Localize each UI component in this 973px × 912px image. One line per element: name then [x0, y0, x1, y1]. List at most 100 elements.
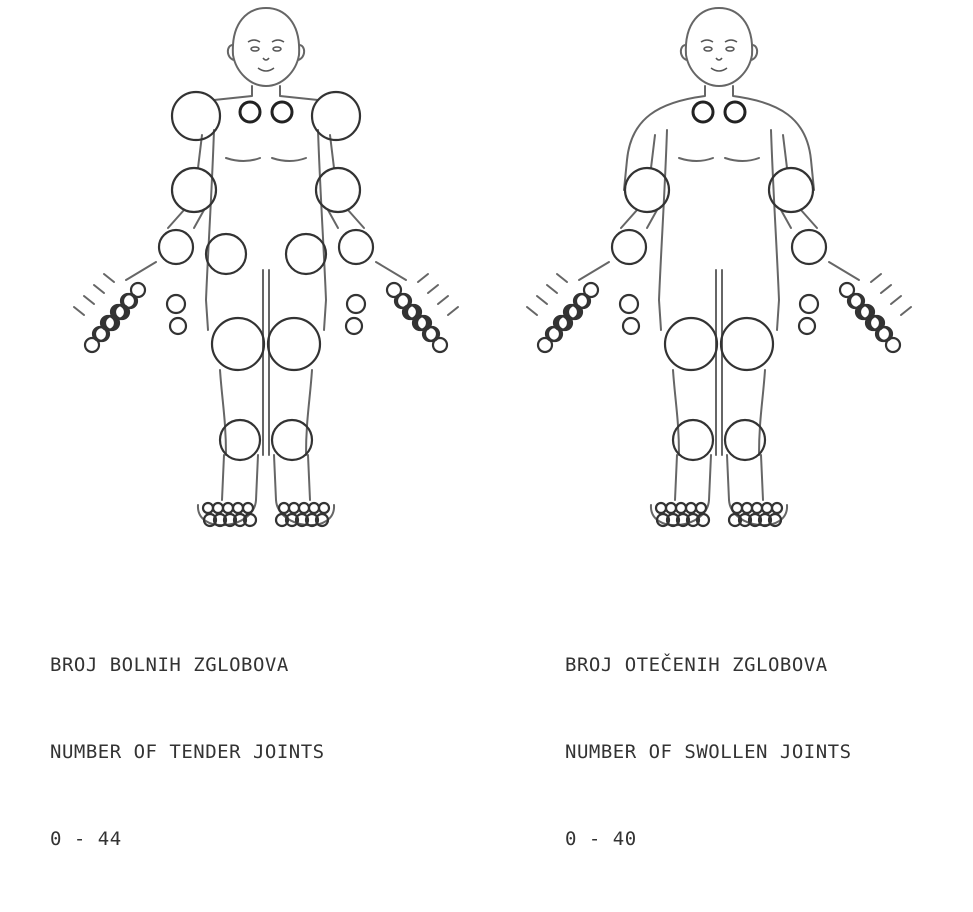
thumb-joint — [347, 295, 365, 313]
finger-outline — [547, 285, 557, 293]
chest-line — [679, 158, 713, 161]
elbow-joint — [769, 168, 813, 212]
knee-joint — [268, 318, 320, 370]
face — [248, 40, 284, 71]
head-outline — [686, 8, 752, 86]
eye — [726, 47, 734, 51]
forearm — [168, 210, 184, 228]
eye — [704, 47, 712, 51]
elbow-joint — [625, 168, 669, 212]
toe-joint — [279, 503, 289, 513]
nose — [716, 58, 722, 60]
shin — [709, 455, 711, 500]
forearm — [621, 210, 637, 228]
toe-joint — [696, 503, 706, 513]
toe-joint — [686, 503, 696, 513]
finger-outline — [104, 274, 114, 282]
caption-title-english: NUMBER OF SWOLLEN JOINTS — [565, 738, 852, 767]
caption-swollen-joints: BROJ OTEČENIH ZGLOBOVA NUMBER OF SWOLLEN… — [565, 593, 852, 912]
sternoclavicular-joint — [272, 102, 292, 122]
wrist-line — [579, 262, 609, 280]
toe-joint — [309, 503, 319, 513]
shoulder-outline — [280, 86, 318, 100]
eyebrow — [725, 40, 737, 42]
finger-outline — [418, 274, 428, 282]
mouth — [258, 68, 274, 71]
wrist-line — [126, 262, 156, 280]
finger-outline — [438, 296, 448, 304]
joint-markers — [538, 102, 900, 526]
finger-outline — [94, 285, 104, 293]
shin — [274, 455, 276, 500]
torso-side — [659, 130, 667, 330]
elbow-joint — [172, 168, 216, 212]
knee-joint — [665, 318, 717, 370]
upper-arm-inner — [651, 135, 655, 168]
face — [701, 40, 737, 71]
finger-outline — [871, 274, 881, 282]
thumb-joint — [623, 318, 639, 334]
eye — [251, 47, 259, 51]
joint-diagram-svg — [0, 0, 973, 580]
toe-joint — [676, 503, 686, 513]
toe-joint — [762, 503, 772, 513]
thumb-joint — [346, 318, 362, 334]
shin — [675, 455, 677, 500]
thumb-joint — [170, 318, 186, 334]
nose — [263, 58, 269, 60]
toe-joint — [772, 503, 782, 513]
joint-diagram-panel: BROJ BOLNIH ZGLOBOVA NUMBER OF TENDER JO… — [0, 0, 973, 689]
shin — [727, 455, 729, 500]
upper-arm-inner — [783, 135, 787, 168]
finger-joint — [433, 338, 447, 352]
torso-side — [206, 130, 214, 330]
sternoclavicular-joint — [240, 102, 260, 122]
toe-joint — [289, 503, 299, 513]
wrist-line — [829, 262, 859, 280]
finger-outline — [84, 296, 94, 304]
caption-title-english: NUMBER OF TENDER JOINTS — [50, 738, 325, 767]
finger-outline — [428, 285, 438, 293]
toe-joint — [223, 503, 233, 513]
toe-joint — [656, 503, 666, 513]
joint-markers — [85, 92, 447, 526]
thumb-joint — [799, 318, 815, 334]
shin — [761, 455, 763, 500]
thumb-joint — [800, 295, 818, 313]
body-outline — [527, 8, 911, 525]
chest-line — [725, 158, 759, 161]
thumb-joint — [620, 295, 638, 313]
body-figure-tender — [74, 8, 458, 526]
body-outline — [74, 8, 458, 525]
torso-side — [771, 130, 779, 330]
finger-joint — [886, 338, 900, 352]
finger-outline — [881, 285, 891, 293]
eye — [273, 47, 281, 51]
finger-outline — [448, 307, 458, 315]
toe-joint — [299, 503, 309, 513]
forearm — [801, 210, 817, 228]
toe-joint — [732, 503, 742, 513]
wrist-joint — [612, 230, 646, 264]
body-figure-swollen — [527, 8, 911, 526]
shin — [222, 455, 224, 500]
toe-joint — [243, 503, 253, 513]
caption-tender-joints: BROJ BOLNIH ZGLOBOVA NUMBER OF TENDER JO… — [50, 593, 325, 912]
toe-joint — [752, 503, 762, 513]
hip-joint — [286, 234, 326, 274]
wrist-joint — [159, 230, 193, 264]
knee-joint — [212, 318, 264, 370]
caption-range: 0 - 44 — [50, 825, 325, 854]
toe-joint — [213, 503, 223, 513]
forearm — [348, 210, 364, 228]
finger-outline — [901, 307, 911, 315]
finger-outline — [74, 307, 84, 315]
wrist-joint — [339, 230, 373, 264]
eyebrow — [701, 40, 713, 42]
head-outline — [233, 8, 299, 86]
thumb-joint — [167, 295, 185, 313]
caption-title-croatian: BROJ BOLNIH ZGLOBOVA — [50, 651, 325, 680]
chest-line — [272, 158, 306, 161]
caption-range: 0 - 40 — [565, 825, 852, 854]
mouth — [711, 68, 727, 71]
